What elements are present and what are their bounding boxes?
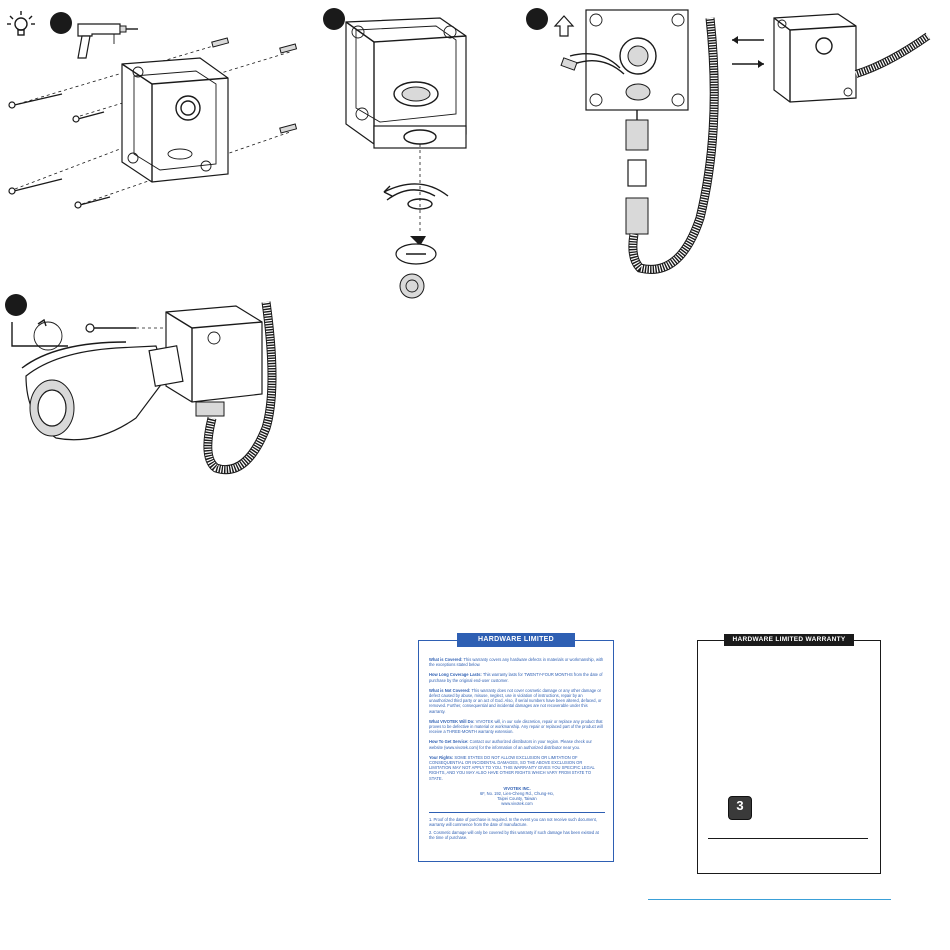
hex-key-icon — [11, 318, 68, 351]
divider — [429, 811, 605, 813]
warranty-section: What VIVOTEK Will Do: VIVOTEK will, in o… — [429, 719, 605, 735]
section-heading: Your Rights: — [429, 754, 454, 760]
step-1-badge — [50, 12, 72, 34]
warranty-body: What is Covered: This warranty covers an… — [429, 657, 605, 843]
junction-box-drawing — [8, 37, 298, 209]
power-drill-icon — [77, 23, 138, 59]
section-text: This warranty covers any hardware defect… — [429, 657, 604, 668]
company-address: VIVOTEK INC. 6F, No. 192, Lien-Cheng Rd.… — [429, 786, 605, 807]
warranty-title: HARDWARE LIMITED WARRANTY — [457, 633, 575, 657]
footer-rule — [648, 899, 891, 900]
warranty-section: What is Covered: This warranty covers an… — [429, 657, 605, 667]
warranty-title: HARDWARE LIMITED WARRANTY — [724, 634, 854, 646]
footnote-2: 2. Cosmetic damage will only be covered … — [429, 830, 599, 841]
screw — [8, 93, 63, 109]
section-text: This warranty does not cover cosmetic da… — [429, 687, 602, 714]
address-line-2: Taipei County, Taiwan — [497, 796, 537, 802]
section-heading: What is Not Covered: — [429, 687, 471, 693]
section-heading: What VIVOTEK Will Do: — [429, 718, 475, 724]
up-arrow-icon — [553, 15, 575, 37]
section-text: This warranty lasts for TWENTY-FOUR MONT… — [429, 672, 603, 683]
warranty-section: How To Get Service: Contact our authoriz… — [429, 739, 605, 749]
section-heading: How To Get Service: — [429, 739, 469, 745]
section-heading: How Long Coverage Lasts: — [429, 672, 482, 678]
step-2-badge — [323, 8, 345, 30]
section-text: SOME STATES DO NOT ALLOW EXCLUSION OR LI… — [429, 754, 595, 781]
camera-mounted-drawing — [21, 301, 277, 474]
company-website: www.vivotek.com — [501, 801, 533, 807]
cable-routing-drawing — [560, 9, 719, 274]
box-with-conduit-drawing — [773, 13, 931, 103]
rotate-arrow-icon — [386, 189, 436, 201]
warranty-card-black: HARDWARE LIMITED WARRANTY 3 — [697, 634, 881, 874]
brand-logo-icon: 3 — [728, 796, 752, 820]
step-4-badge — [5, 294, 27, 316]
step-3-badge — [526, 8, 548, 30]
lightbulb-icon — [7, 11, 35, 36]
logo-glyph: 3 — [736, 798, 744, 813]
direction-arrows — [732, 36, 764, 68]
box-underside-drawing — [345, 17, 467, 299]
warranty-section: What is Not Covered: This warranty does … — [429, 688, 605, 714]
address-line-1: 6F, No. 192, Lien-Cheng Rd., Chung-Ho, — [480, 791, 554, 797]
section-text: Contact our authorized distributors in y… — [429, 739, 592, 750]
warranty-section: How Long Coverage Lasts: This warranty l… — [429, 672, 605, 682]
footnote-1: 1. Proof of the date of purchase is requ… — [429, 816, 597, 827]
warranty-section: Your Rights: SOME STATES DO NOT ALLOW EX… — [429, 755, 605, 781]
warranty-card-blue: HARDWARE LIMITED WARRANTY What is Covere… — [418, 633, 614, 862]
section-heading: What is Covered: — [429, 657, 463, 662]
company-name: VIVOTEK INC. — [503, 785, 531, 791]
signature-line — [708, 838, 868, 839]
section-text: VIVOTEK will, in our sole discretion, re… — [429, 718, 603, 735]
